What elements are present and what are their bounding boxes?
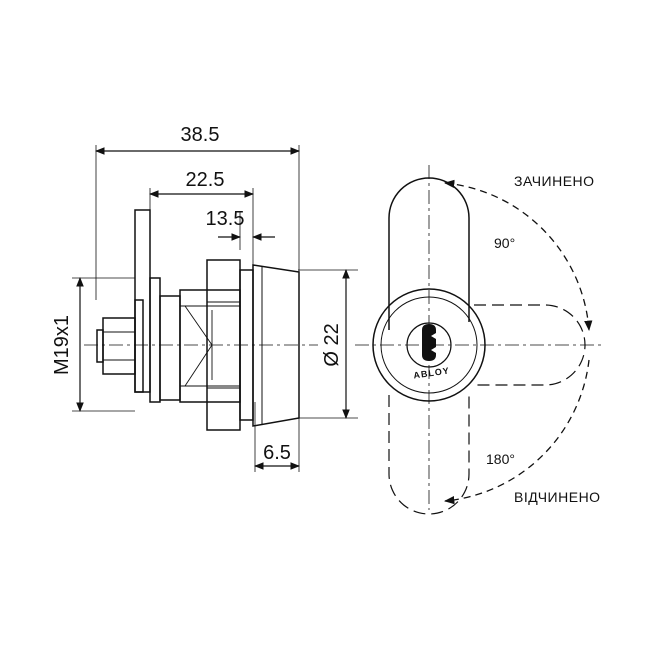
cam-nut: [102, 317, 136, 375]
front-head: [252, 264, 300, 427]
threaded-body: [179, 289, 241, 403]
dim-body-length: 22.5: [186, 169, 225, 191]
sleeve: [159, 295, 181, 401]
washer: [149, 277, 161, 403]
dim-front-thickness: 6.5: [263, 442, 291, 464]
dim-nut-to-face: 13.5: [206, 208, 245, 230]
side-view: [72, 145, 358, 472]
dim-thread: M19x1: [51, 315, 73, 375]
side-dimensions: [76, 147, 350, 470]
brand-logo-text: ABLOY: [413, 366, 451, 381]
label-open: ВІДЧИНЕНО: [514, 489, 601, 505]
dim-overall-length: 38.5: [181, 124, 220, 146]
label-angle-180: 180°: [486, 451, 515, 467]
cam-open-outline: [388, 392, 470, 515]
rotation-arc-90: [443, 179, 593, 332]
dim-diameter: Ø 22: [321, 323, 343, 366]
label-closed: ЗАЧИНЕНО: [514, 173, 595, 189]
front-view: [355, 165, 603, 515]
rotation-arc-180: [443, 359, 590, 505]
label-angle-90: 90°: [494, 235, 515, 251]
